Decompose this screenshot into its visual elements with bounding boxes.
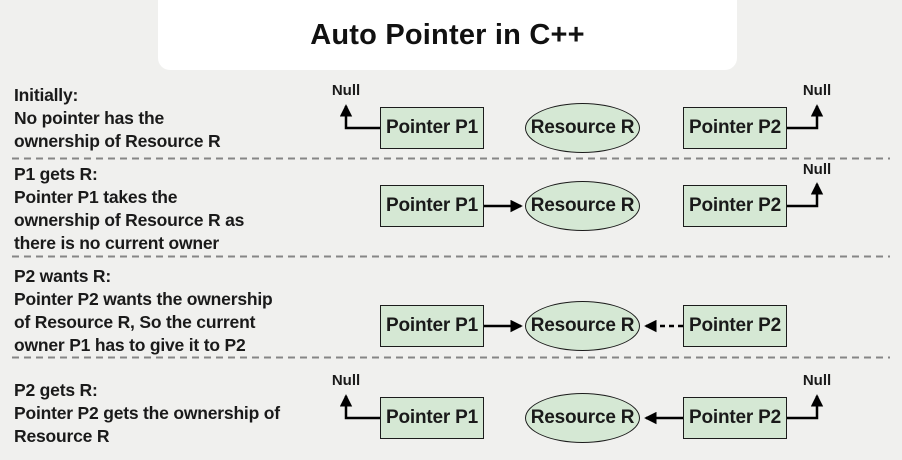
row-heading: P2 gets R: [14, 380, 98, 400]
null-label-right: Null [802, 82, 832, 99]
null-label-left: Null [331, 82, 361, 99]
null-label-right: Null [802, 161, 832, 178]
row-text-line: Resource R [14, 426, 110, 446]
arrow-p2-to-null [787, 394, 824, 420]
title-card: Auto Pointer in C++ [158, 0, 737, 70]
resource-r-node: Resource R [525, 103, 640, 153]
pointer-p1-node: Pointer P1 [380, 107, 484, 149]
row-heading: P2 wants R: [14, 266, 111, 286]
row-text-line: ownership of Resource R [14, 131, 221, 151]
pointer-p1-node: Pointer P1 [380, 185, 484, 227]
row-text-line: of Resource R, So the current [14, 312, 256, 332]
row-text-line: Pointer P1 takes the [14, 187, 178, 207]
pointer-p1-node: Pointer P1 [380, 397, 484, 439]
row-text-line: owner P1 has to give it to P2 [14, 335, 246, 355]
row-text-line: No pointer has the [14, 108, 165, 128]
null-label-right: Null [802, 372, 832, 389]
pointer-p1-node: Pointer P1 [380, 305, 484, 347]
row-description: P2 wants R: Pointer P2 wants the ownersh… [14, 265, 354, 357]
resource-r-node: Resource R [525, 181, 640, 231]
row-text-line: Pointer P2 gets the ownership of [14, 403, 280, 423]
page-title: Auto Pointer in C++ [310, 18, 585, 51]
row-text-line: ownership of Resource R as [14, 210, 245, 230]
row-description: P1 gets R: Pointer P1 takes the ownershi… [14, 163, 354, 255]
pointer-p2-node: Pointer P2 [683, 397, 787, 439]
arrow-p2-to-null [787, 182, 824, 208]
pointer-p2-node: Pointer P2 [683, 107, 787, 149]
row-description: P2 gets R: Pointer P2 gets the ownership… [14, 379, 354, 448]
pointer-p2-node: Pointer P2 [683, 185, 787, 227]
resource-r-node: Resource R [525, 393, 640, 443]
resource-r-node: Resource R [525, 301, 640, 351]
null-label-left: Null [331, 372, 361, 389]
pointer-p2-node: Pointer P2 [683, 305, 787, 347]
row-text-line: Pointer P2 wants the ownership [14, 289, 273, 309]
arrow-p2-to-null [787, 104, 824, 130]
row-description: Initially: No pointer has the ownership … [14, 84, 354, 153]
row-text-line: there is no current owner [14, 233, 220, 253]
row-heading: Initially: [14, 85, 79, 105]
row-heading: P1 gets R: [14, 164, 98, 184]
